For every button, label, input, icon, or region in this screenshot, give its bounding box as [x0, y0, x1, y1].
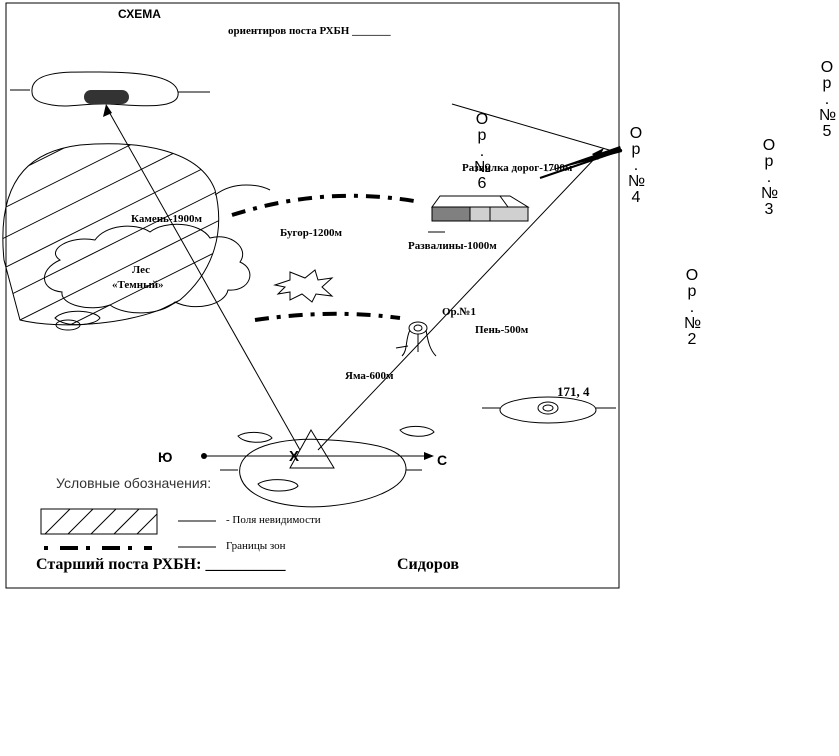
label-stump: Пень-500м	[475, 324, 529, 336]
sight-line-distant	[107, 109, 301, 451]
legend-hatch-swatch	[40, 508, 158, 535]
label-forest-1: Лес	[132, 264, 151, 276]
label-north: С	[437, 452, 448, 468]
label-stone: Камень-1900м	[131, 213, 203, 225]
ruins-symbol	[428, 195, 530, 233]
scheme-subtitle: ориентиров поста РХБН _______	[228, 25, 391, 37]
label-post-x: Х	[289, 448, 300, 465]
zone-border-near	[254, 311, 401, 322]
road-arrow	[545, 146, 622, 172]
footer-chief: Старший поста РХБН: __________	[36, 556, 286, 573]
sight-line-road	[317, 154, 599, 451]
label-south: Ю	[158, 449, 173, 465]
scheme-title: СХЕМА	[118, 7, 161, 21]
legend-invisibility-label: - Поля невидимости	[226, 514, 321, 526]
label-road-fork: Развилка дорог-1700м	[462, 162, 573, 174]
forest-outline	[44, 223, 251, 314]
invisibility-field-outline	[2, 143, 220, 326]
distant-cloud	[31, 71, 179, 107]
label-mound: Бугор-1200м	[280, 227, 342, 239]
zone-border-far	[231, 193, 421, 217]
label-pit: Яма-600м	[345, 370, 394, 382]
label-ruins: Развалины-1000м	[408, 240, 497, 252]
label-height-mark: 171, 4	[557, 384, 590, 399]
post-area-contour	[239, 438, 407, 508]
label-forest-2: «Темный»	[112, 279, 164, 291]
legend-title: Условные обозначения:	[56, 475, 212, 491]
label-or-1: Ор.№1	[442, 306, 476, 318]
legend-zone-borders-label: Границы зон	[226, 540, 286, 552]
footer-name: Сидоров	[397, 556, 460, 573]
invisibility-hatching	[2, 143, 219, 325]
observation-post-triangle	[289, 429, 335, 469]
distant-target	[84, 90, 129, 104]
height-contour	[499, 396, 597, 424]
road-line	[451, 103, 617, 153]
stump-symbol	[395, 321, 437, 357]
frame-border	[5, 2, 620, 589]
mound-symbol	[273, 269, 334, 303]
